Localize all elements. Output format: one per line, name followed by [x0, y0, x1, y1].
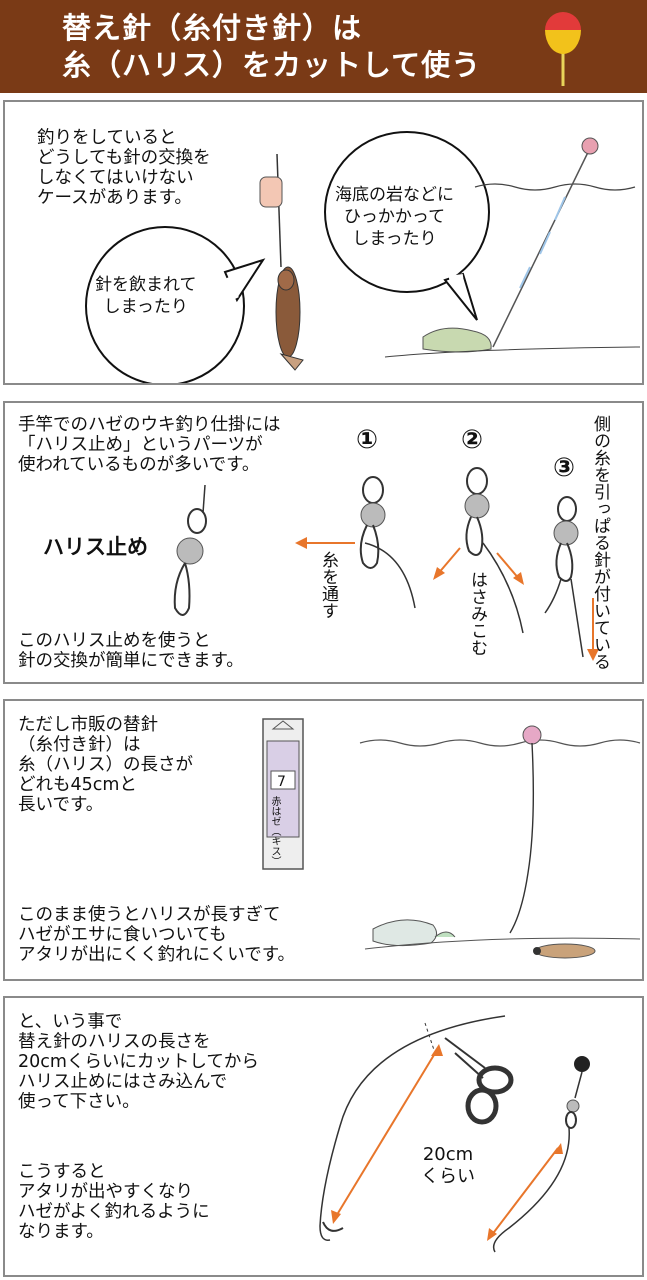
step3-number: ③: [553, 453, 576, 483]
panel3-illustration: [262, 718, 641, 959]
bubble-right-text: 海底の岩などに ひっかかって しまったり: [335, 185, 454, 249]
step3-label: 側の糸を引っぱる針が付いている: [590, 415, 610, 670]
panel1-illustration: [85, 131, 641, 383]
panel-harisu-dome-parts: 手竿でのハゼのウキ釣り仕掛には 「ハリス止め」というパーツが 使われているものが…: [3, 401, 644, 684]
step1-illustration: [295, 476, 416, 609]
panel1-intro-text: 釣りをしていると どうしても針の交換を しなくてはいけない ケースがあります。: [37, 128, 211, 208]
panel3-outro-text: このまま使うとハリスが長すぎて ハゼがエサに食いついても アタリが出にくく釣れに…: [18, 905, 296, 965]
scissors-icon: [444, 1037, 514, 1125]
long-line-water-scene: [359, 725, 641, 959]
panel-hook-replacement-cases: 釣りをしていると どうしても針の交換を しなくてはいけない ケースがあります。 …: [3, 100, 644, 385]
step1-number: ①: [356, 425, 379, 455]
panel4-intro-text: と、いう事で 替え針のハリスの長さを 20cmくらいにカットしてから ハリス止め…: [18, 1012, 259, 1112]
speech-bubble-left: [85, 225, 266, 383]
title-line-2: 糸（ハリス）をカットして使う: [62, 48, 482, 82]
package-text: 赤はゼ（キス）: [269, 796, 280, 866]
panel-cut-line-instructions: と、いう事で 替え針のハリスの長さを 20cmくらいにカットしてから ハリス止め…: [3, 996, 644, 1277]
panel-store-hook-length: ただし市販の替針 （糸付き針）は 糸（ハリス）の長さが どれも45cmと 長いで…: [3, 699, 644, 981]
step2-illustration: [433, 467, 524, 634]
header-banner: 替え針（糸付き針）は 糸（ハリス）をカットして使う: [0, 0, 647, 93]
panel2-outro-text: このハリス止めを使うと 針の交換が簡単にできます。: [18, 631, 244, 671]
bubble-left-text: 針を飲まれて しまったり: [95, 275, 197, 317]
panel4-outro-text: こうすると アタリが出やすくなり ハゼがよく釣れるように なります。: [18, 1162, 210, 1242]
panel4-illustration: [319, 1015, 590, 1253]
panel2-intro-text: 手竿でのハゼのウキ釣り仕掛には 「ハリス止め」というパーツが 使われているものが…: [18, 415, 281, 475]
step3-illustration: [544, 496, 599, 661]
shortened-rig-illustration: [487, 1056, 590, 1253]
step1-label: 糸を通す: [318, 551, 338, 619]
speech-bubble-right: [324, 131, 490, 321]
cut-line-with-scissors-illustration: [319, 1015, 506, 1241]
hook-package-illustration: [262, 718, 304, 870]
hooked-fish-illustration: [259, 153, 304, 371]
package-number: 7: [277, 774, 286, 790]
step2-number: ②: [461, 425, 484, 455]
snagged-rock-scene: [384, 137, 641, 358]
panel2-illustration: [173, 467, 599, 661]
harisu-dome-label: ハリス止め: [43, 535, 148, 559]
title-line-1: 替え針（糸付き針）は: [62, 11, 363, 45]
step2-label: はさみこむ: [467, 571, 487, 656]
float-icon: [545, 12, 581, 86]
harisu-dome-part-illustration: [173, 484, 207, 616]
measure-label: 20cm くらい: [421, 1144, 475, 1187]
panel3-intro-text: ただし市販の替針 （糸付き針）は 糸（ハリス）の長さが どれも45cmと 長いで…: [18, 715, 193, 815]
page-title: 替え針（糸付き針）は 糸（ハリス）をカットして使う: [62, 10, 481, 84]
